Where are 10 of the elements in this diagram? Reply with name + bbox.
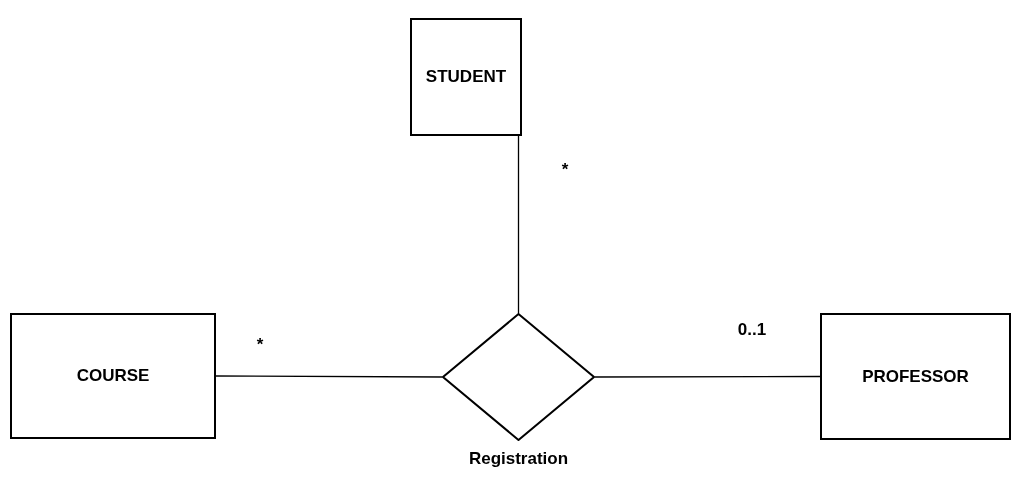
connector-line bbox=[215, 375, 443, 378]
entity-name: STUDENT bbox=[425, 67, 507, 87]
entity-box bbox=[10, 313, 216, 439]
entity-box bbox=[410, 18, 522, 136]
connector-line bbox=[594, 375, 821, 378]
entity-box bbox=[820, 313, 1011, 440]
connector-line bbox=[517, 135, 520, 314]
entity-name: COURSE bbox=[76, 366, 150, 386]
entity-name: PROFESSOR bbox=[862, 366, 969, 387]
relationship-name: Registration bbox=[468, 449, 569, 469]
